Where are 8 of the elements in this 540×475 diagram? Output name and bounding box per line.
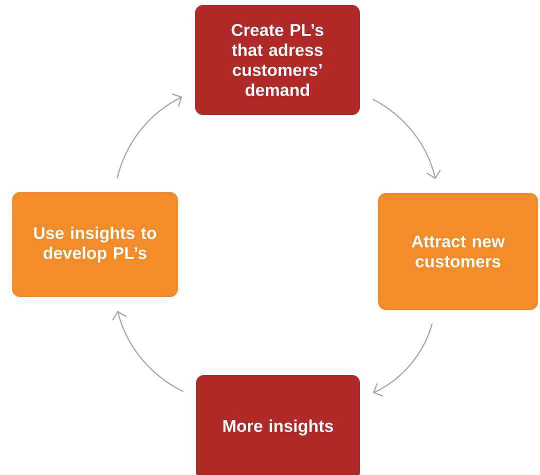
curved-arrow bbox=[116, 93, 182, 178]
curved-arrow bbox=[372, 98, 441, 180]
process-box: Create PL’s that adress customers’ demand bbox=[195, 5, 360, 115]
curved-arrow bbox=[112, 310, 184, 392]
process-box: Attract new customers bbox=[378, 193, 538, 310]
curved-arrow bbox=[372, 324, 433, 397]
process-box: Use insights to develop PL’s bbox=[12, 192, 178, 297]
process-box: More insights bbox=[196, 375, 360, 475]
